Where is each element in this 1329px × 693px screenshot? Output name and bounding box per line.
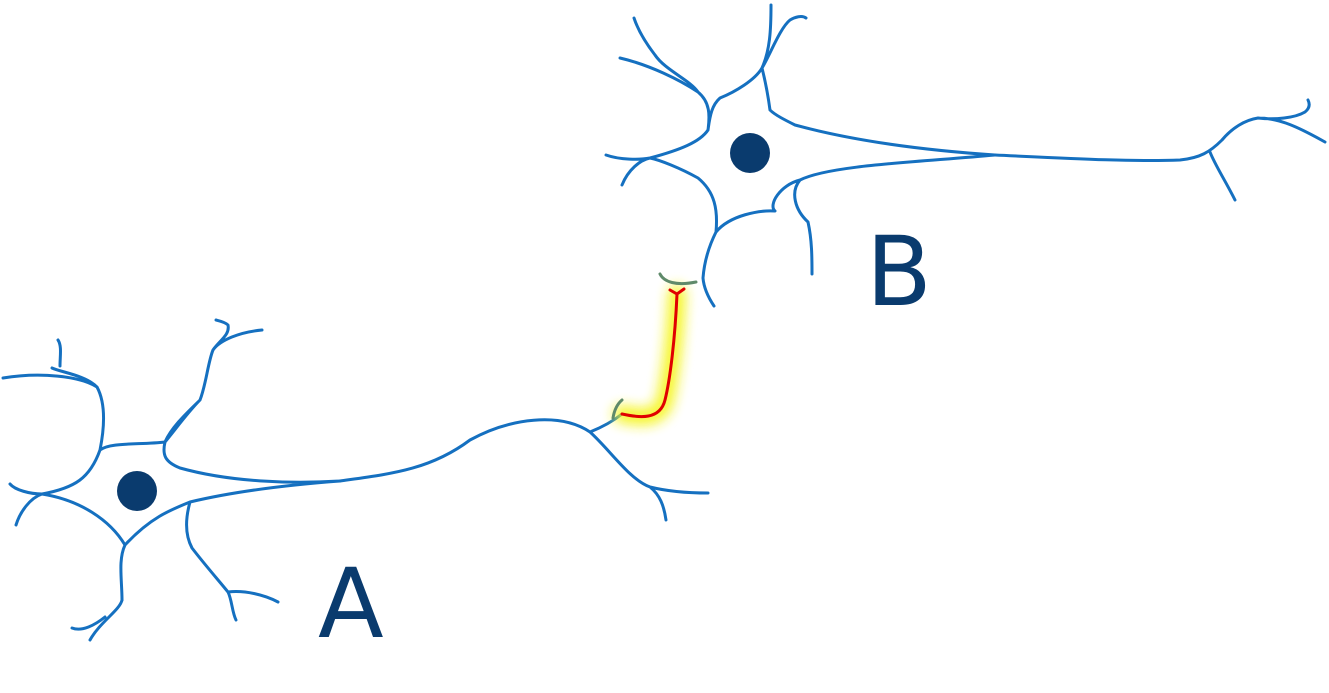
synaptic-connection <box>611 272 698 426</box>
label-neuron-a: A <box>318 548 384 660</box>
neuron-a-axon <box>338 412 710 522</box>
neuron-a-dendrites-lower <box>56 338 280 642</box>
neuron-b-soma-outline <box>604 3 997 308</box>
neuron-b-nucleus <box>730 133 770 173</box>
terminal-b <box>658 272 698 286</box>
label-neuron-b: B <box>866 216 932 328</box>
terminal-a <box>611 398 624 420</box>
neuron-b-axon <box>993 98 1327 202</box>
neuron-a <box>1 318 710 642</box>
neuron-a-nucleus <box>117 471 157 511</box>
pathway-line <box>620 292 679 419</box>
neuron-b <box>604 3 1327 308</box>
pathway-arrowhead <box>668 287 686 296</box>
pathway-highlight-glow <box>613 285 686 426</box>
neuron-a-soma-outline <box>1 318 342 602</box>
